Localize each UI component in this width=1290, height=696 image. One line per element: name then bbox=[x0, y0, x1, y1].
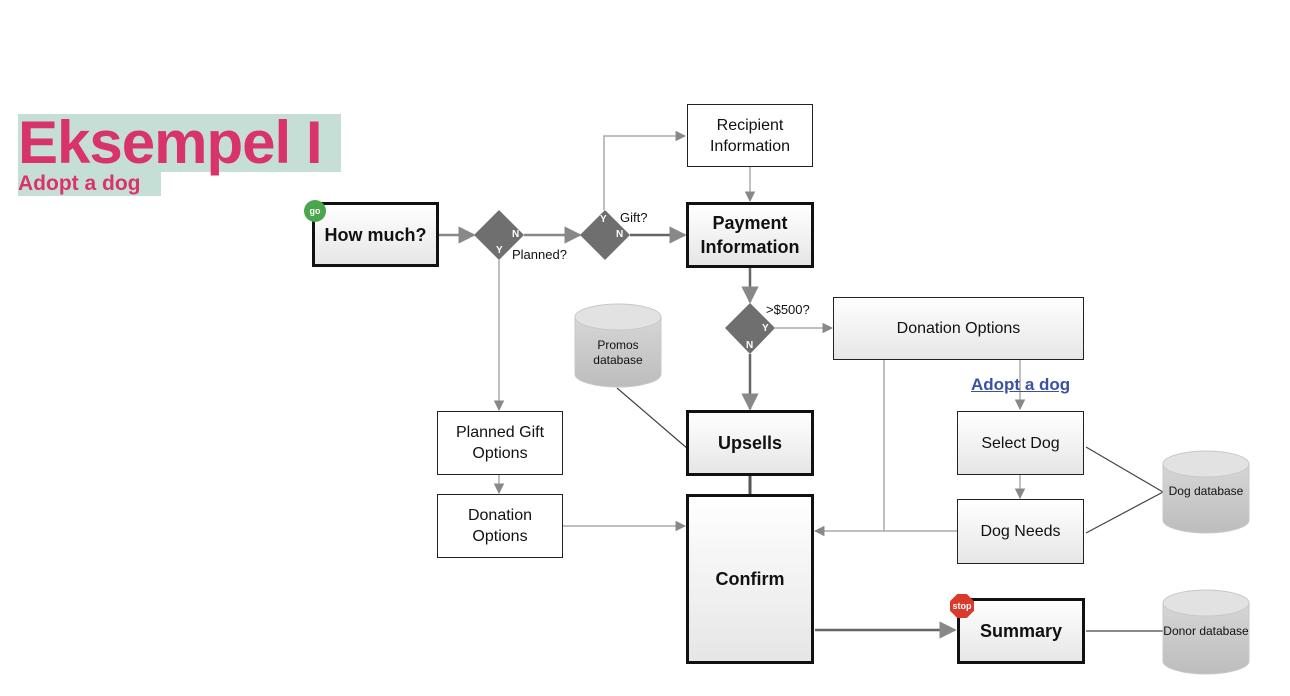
planned-yes-marker: Y bbox=[496, 245, 503, 256]
stop-end-icon: stop bbox=[950, 594, 974, 618]
decision-diamond-500 bbox=[725, 303, 775, 354]
gift-no-marker: N bbox=[616, 229, 624, 240]
connector-promos-upsells bbox=[616, 387, 689, 450]
promos-database-cylinder bbox=[574, 303, 662, 388]
over-500-no-marker: N bbox=[746, 340, 754, 351]
slide-title: Eksempel I bbox=[18, 109, 323, 176]
node-donation-options-main: Donation Options bbox=[833, 297, 1084, 360]
over-500-decision-label: >$500? bbox=[766, 302, 810, 317]
node-recipient-information: Recipient Information bbox=[687, 104, 813, 167]
dog-database-label: Dog database bbox=[1168, 484, 1244, 498]
node-upsells: Upsells bbox=[686, 410, 814, 476]
over-500-yes-marker: Y bbox=[762, 323, 769, 334]
node-how-much: How much? bbox=[312, 202, 439, 267]
node-payment-information: Payment Information bbox=[686, 202, 814, 268]
adopt-a-dog-link[interactable]: Adopt a dog bbox=[971, 375, 1071, 394]
slide-subtitle-highlight: Adopt a dog bbox=[18, 172, 161, 196]
node-summary: Summary bbox=[957, 598, 1085, 664]
planned-decision-label: Planned? bbox=[512, 247, 567, 262]
promos-database-label: Promos database bbox=[593, 338, 643, 367]
donor-database-cylinder bbox=[1162, 589, 1250, 675]
gift-decision-label: Gift? bbox=[620, 210, 648, 225]
go-start-icon: go bbox=[304, 200, 326, 222]
node-dog-needs: Dog Needs bbox=[957, 499, 1084, 564]
donor-database-label: Donor database bbox=[1163, 624, 1249, 638]
connector-dogneeds-dogdb bbox=[1085, 491, 1164, 534]
dog-database-cylinder bbox=[1162, 450, 1250, 534]
decision-diamond-gift bbox=[580, 210, 630, 260]
slide-title-highlight: Eksempel I bbox=[18, 109, 341, 176]
node-planned-gift-options: Planned Gift Options bbox=[437, 411, 563, 475]
planned-no-marker: N bbox=[512, 229, 520, 240]
connector-gift-recipient bbox=[603, 130, 687, 210]
node-confirm: Confirm bbox=[686, 494, 814, 664]
gift-yes-marker: Y bbox=[600, 214, 607, 225]
node-select-dog: Select Dog bbox=[957, 411, 1084, 475]
node-donation-options-planned: Donation Options bbox=[437, 494, 563, 558]
connector-selectdog-dogdb bbox=[1085, 446, 1164, 493]
slide-subtitle: Adopt a dog bbox=[18, 172, 141, 195]
decision-diamond-planned bbox=[474, 210, 524, 260]
